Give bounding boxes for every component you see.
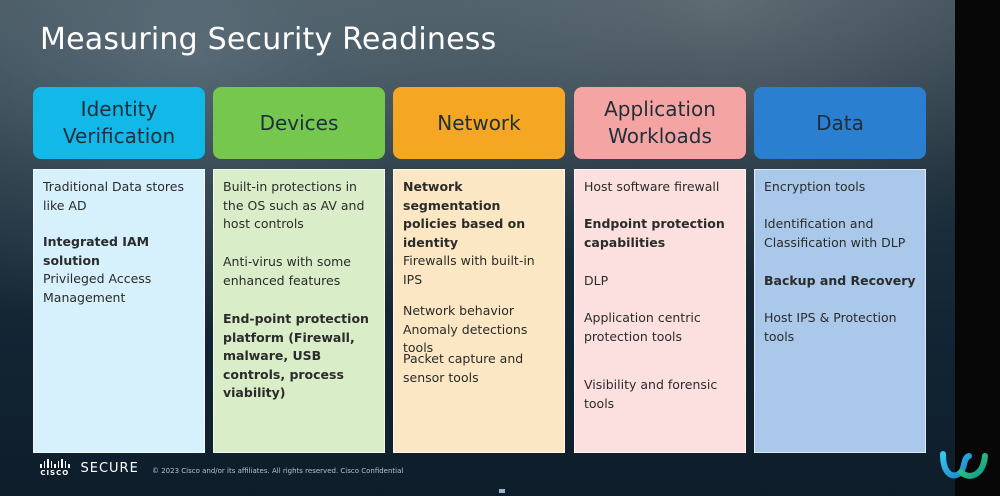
column-body: Built-in protections in the OS such as A… xyxy=(213,169,385,453)
list-item: Visibility and forensic tools xyxy=(584,377,718,411)
column-heading-text: Data xyxy=(816,110,864,135)
list-item: Host IPS & Protection tools xyxy=(764,310,897,344)
slide: Measuring Security Readiness Identity Ve… xyxy=(0,0,955,496)
column-heading: Network xyxy=(393,87,565,159)
column-body: Encryption tools Identification and Clas… xyxy=(754,169,926,453)
list-item: Backup and Recovery xyxy=(764,273,916,288)
column-application-workloads: Application Workloads Host software fire… xyxy=(574,87,746,453)
cisco-wordmark: CISCO xyxy=(40,469,70,477)
column-body: Traditional Data stores like AD Integrat… xyxy=(33,169,205,453)
list-item: Network behavior Anomaly detections tool… xyxy=(403,303,528,355)
column-body: Network segmentation policies based on i… xyxy=(393,169,565,453)
column-identity-verification: Identity Verification Traditional Data s… xyxy=(33,87,205,453)
list-item: Encryption tools xyxy=(764,179,866,194)
column-heading-text: Application Workloads xyxy=(604,97,716,148)
column-body: Host software firewall Endpoint protecti… xyxy=(574,169,746,453)
column-network: Network Network segmentation policies ba… xyxy=(393,87,565,453)
list-item: End-point protection platform (Firewall,… xyxy=(223,311,369,400)
list-item: Packet capture and sensor tools xyxy=(403,351,524,385)
column-heading: Identity Verification xyxy=(33,87,205,159)
slide-title: Measuring Security Readiness xyxy=(40,22,497,57)
list-item: Privileged Access Management xyxy=(43,271,152,305)
list-item: Network segmentation policies based on i… xyxy=(403,179,526,250)
list-item: Endpoint protection capabilities xyxy=(584,216,725,250)
secure-wordmark: SECURE xyxy=(80,460,139,476)
list-item: DLP xyxy=(584,273,609,288)
list-item: Built-in protections in the OS such as A… xyxy=(223,179,365,231)
right-black-bar xyxy=(955,0,1000,496)
column-heading: Application Workloads xyxy=(574,87,746,159)
cisco-bridge-icon: CISCO xyxy=(40,459,70,477)
column-heading: Data xyxy=(754,87,926,159)
webex-icon xyxy=(940,451,988,479)
column-heading: Devices xyxy=(213,87,385,159)
copyright-text: © 2023 Cisco and/or its affiliates. All … xyxy=(152,467,404,475)
list-item: Firewalls with built-in IPS xyxy=(403,253,535,287)
column-heading-text: Devices xyxy=(259,110,339,135)
cisco-bars xyxy=(40,459,70,468)
cisco-secure-logo: CISCO SECURE xyxy=(40,459,139,477)
cursor-marker xyxy=(499,489,505,493)
list-item: Anti-virus with some enhanced features xyxy=(223,254,351,288)
list-item: Integrated IAM solution xyxy=(43,234,150,268)
column-heading-text: Network xyxy=(437,110,521,135)
list-item: Application centric protection tools xyxy=(584,310,701,344)
column-data: Data Encryption tools Identification and… xyxy=(754,87,926,453)
column-heading-text: Identity Verification xyxy=(62,97,176,148)
list-item: Traditional Data stores like AD xyxy=(43,179,185,213)
list-item: Identification and Classification with D… xyxy=(764,216,906,250)
list-item: Host software firewall xyxy=(584,179,720,194)
column-devices: Devices Built-in protections in the OS s… xyxy=(213,87,385,453)
